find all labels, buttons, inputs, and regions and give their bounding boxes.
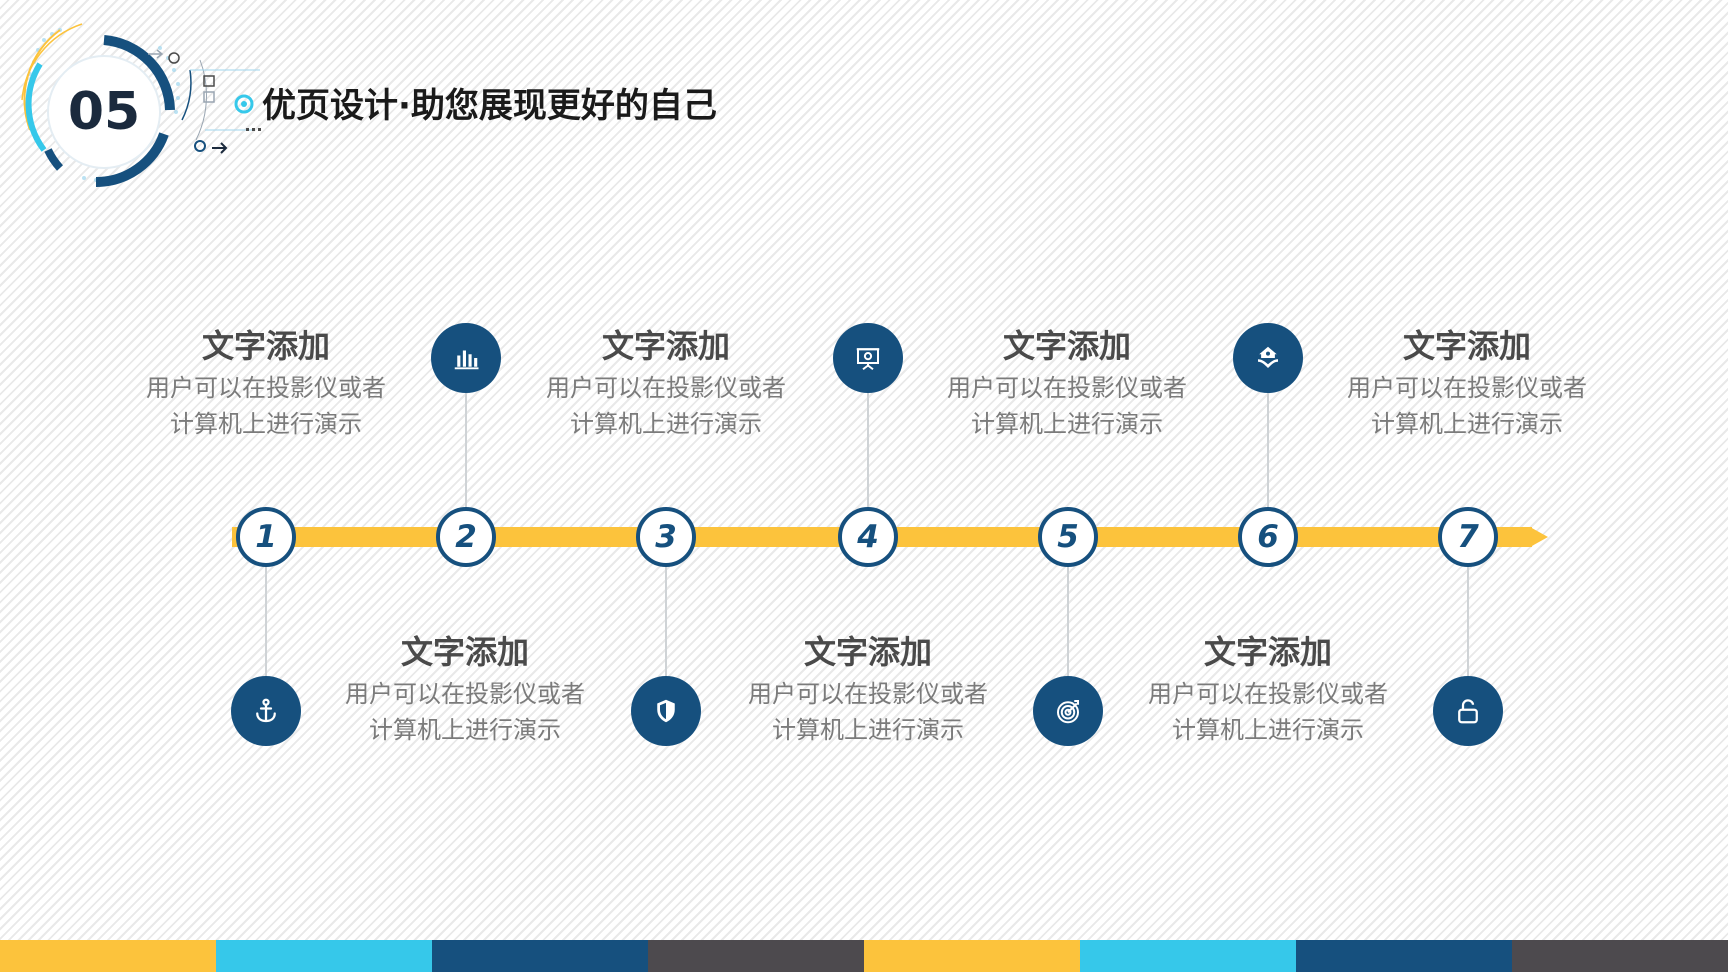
band-segment bbox=[1296, 940, 1512, 972]
item-title: 文字添加 bbox=[201, 327, 330, 365]
text-block-1: 文字添加 用户可以在投影仪或者 计算机上进行演示 bbox=[116, 324, 416, 442]
band-segment bbox=[1512, 940, 1728, 972]
item-title: 文字添加 bbox=[400, 633, 529, 671]
band-segment bbox=[0, 940, 216, 972]
step-circle-7: 7 bbox=[1438, 507, 1498, 567]
text-block-6: 文字添加 用户可以在投影仪或者 计算机上进行演示 bbox=[1118, 630, 1418, 748]
section-number-badge: 05 bbox=[67, 82, 141, 142]
step-circle-1: 1 bbox=[236, 507, 296, 567]
item-description-line: 计算机上进行演示 bbox=[1371, 410, 1563, 438]
item-title: 文字添加 bbox=[1002, 327, 1131, 365]
text-block-5: 文字添加 用户可以在投影仪或者 计算机上进行演示 bbox=[917, 324, 1217, 442]
step-circle-5: 5 bbox=[1038, 507, 1098, 567]
item-description-line: 计算机上进行演示 bbox=[971, 410, 1163, 438]
item-description-line: 用户可以在投影仪或者 bbox=[748, 680, 988, 708]
item-title: 文字添加 bbox=[1203, 633, 1332, 671]
step-circle-2: 2 bbox=[436, 507, 496, 567]
presentation-icon bbox=[833, 323, 903, 393]
text-block-3: 文字添加 用户可以在投影仪或者 计算机上进行演示 bbox=[516, 324, 816, 442]
anchor-icon bbox=[231, 676, 301, 746]
connector-line-3 bbox=[665, 564, 667, 678]
band-segment bbox=[864, 940, 1080, 972]
bottom-color-band bbox=[0, 940, 1728, 972]
item-description-line: 用户可以在投影仪或者 bbox=[546, 374, 786, 402]
header-decoration bbox=[0, 0, 280, 190]
item-title: 文字添加 bbox=[601, 327, 730, 365]
item-description-line: 计算机上进行演示 bbox=[170, 410, 362, 438]
connector-line-6 bbox=[1267, 392, 1269, 510]
item-description-line: 用户可以在投影仪或者 bbox=[1148, 680, 1388, 708]
page-title: 优页设计·助您展现更好的自己 bbox=[262, 86, 717, 126]
step-number: 4 bbox=[857, 518, 879, 555]
step-number: 5 bbox=[1057, 518, 1079, 555]
item-description-line: 用户可以在投影仪或者 bbox=[146, 374, 386, 402]
step-number: 3 bbox=[655, 518, 677, 555]
bar-chart-icon bbox=[431, 323, 501, 393]
step-number: 1 bbox=[255, 518, 277, 555]
item-description-line: 计算机上进行演示 bbox=[772, 716, 964, 744]
item-description-line: 用户可以在投影仪或者 bbox=[947, 374, 1187, 402]
connector-line-2 bbox=[465, 392, 467, 510]
band-segment bbox=[1080, 940, 1296, 972]
connector-line-1 bbox=[265, 564, 267, 678]
hand-home-icon bbox=[1233, 323, 1303, 393]
step-circle-6: 6 bbox=[1238, 507, 1298, 567]
step-circle-3: 3 bbox=[636, 507, 696, 567]
item-description-line: 计算机上进行演示 bbox=[1172, 716, 1364, 744]
connector-line-4 bbox=[867, 392, 869, 510]
item-description-line: 用户可以在投影仪或者 bbox=[345, 680, 585, 708]
band-segment bbox=[216, 940, 432, 972]
step-number: 7 bbox=[1457, 518, 1479, 555]
text-block-4: 文字添加 用户可以在投影仪或者 计算机上进行演示 bbox=[718, 630, 1018, 748]
connector-line-5 bbox=[1067, 564, 1069, 678]
band-segment bbox=[648, 940, 864, 972]
shield-icon bbox=[631, 676, 701, 746]
item-description-line: 计算机上进行演示 bbox=[369, 716, 561, 744]
item-description-line: 用户可以在投影仪或者 bbox=[1347, 374, 1587, 402]
band-segment bbox=[432, 940, 648, 972]
text-block-2: 文字添加 用户可以在投影仪或者 计算机上进行演示 bbox=[315, 630, 615, 748]
item-description-line: 计算机上进行演示 bbox=[570, 410, 762, 438]
item-title: 文字添加 bbox=[803, 633, 932, 671]
step-circle-4: 4 bbox=[838, 507, 898, 567]
text-block-7: 文字添加 用户可以在投影仪或者 计算机上进行演示 bbox=[1317, 324, 1617, 442]
unlock-icon bbox=[1433, 676, 1503, 746]
timeline-arrow-head bbox=[1530, 527, 1548, 547]
item-title: 文字添加 bbox=[1402, 327, 1531, 365]
connector-line-7 bbox=[1467, 564, 1469, 678]
step-number: 2 bbox=[455, 518, 477, 555]
step-number: 6 bbox=[1257, 518, 1279, 555]
target-icon bbox=[1033, 676, 1103, 746]
